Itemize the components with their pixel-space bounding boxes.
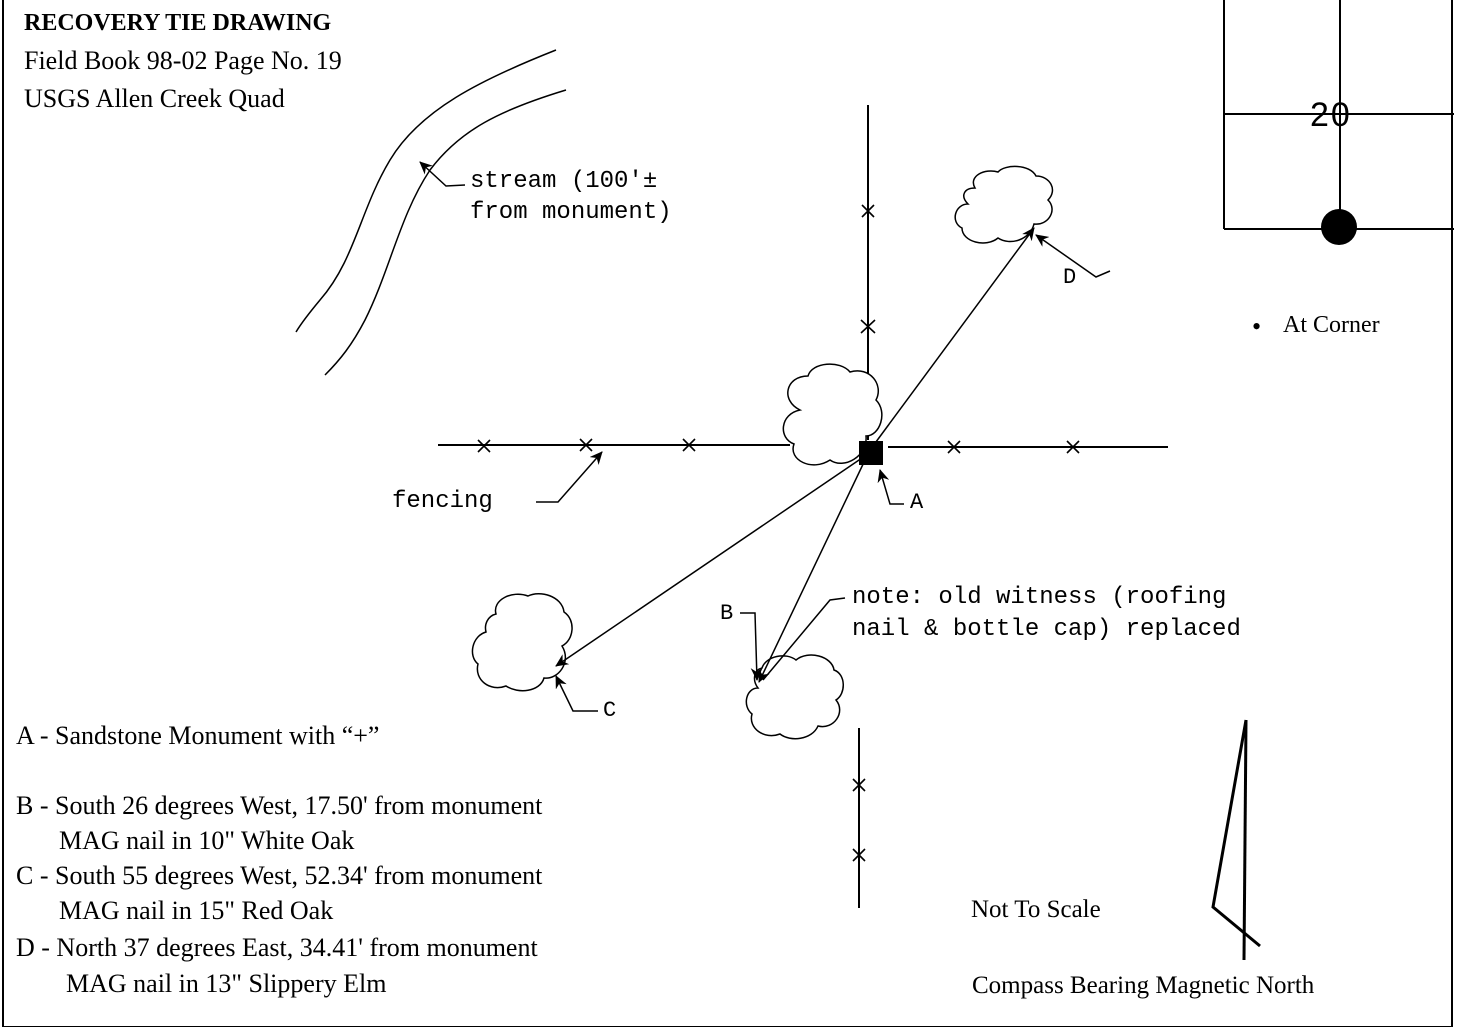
corner-bullet: • xyxy=(1252,312,1262,341)
label-b-leader xyxy=(740,612,763,681)
tree-canopies xyxy=(471,165,1054,740)
note-line1: note: old witness (roofing xyxy=(852,584,1227,611)
fencing-leader xyxy=(536,451,603,503)
note-line2: nail & bottle cap) replaced xyxy=(852,616,1241,643)
stream-label-line2: from monument) xyxy=(470,199,672,226)
tree-near-monument xyxy=(782,363,883,466)
field-book-info: Field Book 98-02 Page No. 19 xyxy=(24,46,342,75)
tie-line-c xyxy=(555,457,863,667)
quad-name: USGS Allen Creek Quad xyxy=(24,84,285,113)
at-corner-label: At Corner xyxy=(1283,312,1380,338)
legend-d-line1: D - North 37 degrees East, 34.41' from m… xyxy=(16,933,538,962)
tree-b xyxy=(745,654,844,740)
compass-bearing-note: Compass Bearing Magnetic North xyxy=(972,972,1315,999)
label-a: A xyxy=(910,490,924,515)
stream-label-line1: stream (100'± xyxy=(470,168,658,195)
tie-line-d xyxy=(869,227,1035,451)
label-c-leader xyxy=(555,675,598,712)
tree-c xyxy=(471,592,573,692)
legend-b-line1: B - South 26 degrees West, 17.50' from m… xyxy=(16,791,543,820)
note-leader xyxy=(762,597,846,681)
drawing-title: RECOVERY TIE DRAWING xyxy=(24,10,332,36)
label-d: D xyxy=(1063,265,1077,290)
label-d-leader xyxy=(1035,234,1111,278)
north-arrow-icon xyxy=(1211,719,1261,961)
corner-dot-icon xyxy=(1321,209,1357,245)
label-a-leader xyxy=(877,469,904,505)
fencing-label: fencing xyxy=(392,488,493,515)
legend-c-line2: MAG nail in 15" Red Oak xyxy=(59,896,334,925)
section-inset xyxy=(1223,0,1454,230)
fence-crosses xyxy=(477,204,1080,862)
monument-a-marker xyxy=(859,441,883,465)
tree-d xyxy=(954,165,1054,244)
section-number: 20 xyxy=(1310,96,1352,134)
legend-a: A - Sandstone Monument with “+” xyxy=(16,721,380,750)
tie-line-b xyxy=(758,457,867,683)
label-c: C xyxy=(603,698,617,723)
label-b: B xyxy=(720,601,734,626)
legend-c-line1: C - South 55 degrees West, 52.34' from m… xyxy=(16,861,543,890)
tie-lines xyxy=(555,227,1035,683)
stream-banks xyxy=(295,49,567,376)
stream-leader xyxy=(419,161,466,187)
legend-b-line2: MAG nail in 10" White Oak xyxy=(59,826,355,855)
legend-d-line2: MAG nail in 13" Slippery Elm xyxy=(66,969,387,998)
not-to-scale-note: Not To Scale xyxy=(971,896,1101,923)
